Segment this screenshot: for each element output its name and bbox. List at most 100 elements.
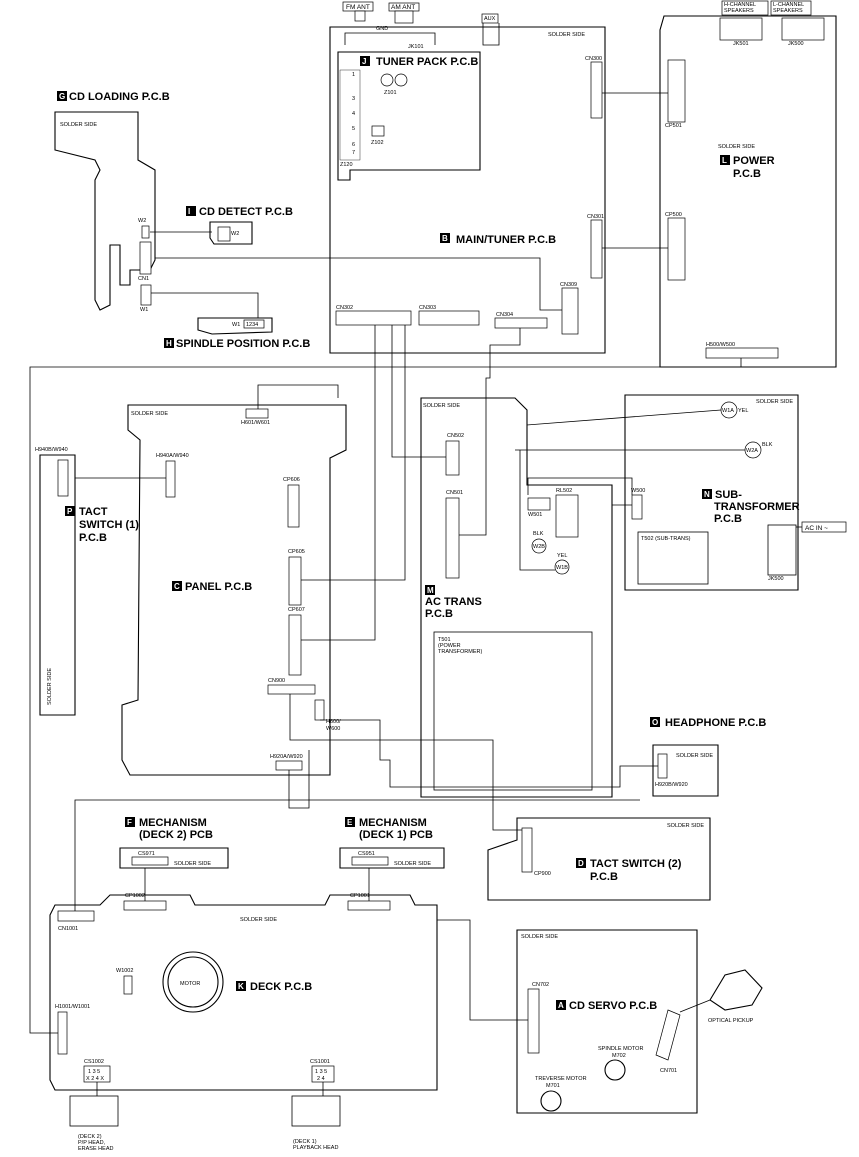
main-solder-side: SOLDER SIDE bbox=[548, 32, 585, 38]
cn1-label: CN1 bbox=[138, 276, 149, 282]
am-ant-label: AM ANT bbox=[391, 4, 415, 11]
optical-pickup-label: OPTICAL PICKUP bbox=[708, 1018, 754, 1024]
sub-trans-title-3: P.C.B bbox=[714, 513, 742, 525]
svg-text:7: 7 bbox=[352, 150, 355, 156]
z102-label: Z102 bbox=[371, 140, 384, 146]
h500-label: H500/W500 bbox=[706, 342, 735, 348]
mech1-solder-side: SOLDER SIDE bbox=[394, 861, 431, 867]
fm-ant-label: FM ANT bbox=[346, 4, 370, 11]
t501-label: T501 bbox=[438, 637, 451, 643]
sub-trans-title-2: TRANSFORMER bbox=[714, 501, 800, 513]
traverse-motor-label: TREVERSE MOTOR bbox=[535, 1076, 587, 1082]
tuner-pack-board bbox=[337, 51, 481, 181]
power-title-1: POWER bbox=[733, 155, 775, 167]
tuner-title: TUNER PACK P.C.B bbox=[376, 56, 478, 68]
h601-label: H601/W601 bbox=[241, 420, 270, 426]
cn309-label: CN309 bbox=[560, 282, 577, 288]
tact2-letter: D bbox=[578, 859, 584, 868]
ac-in-label: AC IN ~ bbox=[805, 525, 828, 532]
panel-board: SOLDER SIDE H601/W601 H940A/W940 CP606 C… bbox=[121, 404, 347, 776]
z101-label: Z101 bbox=[384, 90, 397, 96]
mech2-title-2: (DECK 2) PCB bbox=[139, 829, 213, 841]
ac-trans-title-1: AC TRANS bbox=[425, 596, 482, 608]
svg-text:5: 5 bbox=[352, 126, 355, 132]
deck2-label-2: P/P HEAD, bbox=[78, 1140, 106, 1146]
cn309 bbox=[561, 287, 579, 335]
deck-solder-side: SOLDER SIDE bbox=[240, 917, 277, 923]
svg-text:3: 3 bbox=[352, 96, 355, 102]
deck2-head-icon bbox=[69, 1095, 119, 1127]
deck-letter: K bbox=[238, 982, 244, 991]
w2b-label: W2B bbox=[533, 544, 545, 550]
spindle-motor-label: SPINDLE MOTOR bbox=[598, 1046, 643, 1052]
t502-label: T502 (SUB-TRANS) bbox=[641, 536, 691, 542]
cn701-label: CN701 bbox=[660, 1068, 677, 1074]
deck-title: DECK P.C.B bbox=[250, 981, 312, 993]
t501-label-3: TRANSFORMER) bbox=[438, 649, 482, 655]
cn303-label: CN303 bbox=[419, 305, 436, 311]
mech1-letter: E bbox=[347, 818, 353, 827]
w1a-label: W1A bbox=[722, 408, 734, 414]
h600-label: H600/ bbox=[326, 719, 341, 725]
deck1-head-icon bbox=[291, 1095, 341, 1127]
mech2-solder-side: SOLDER SIDE bbox=[174, 861, 211, 867]
cd-servo-letter: A bbox=[558, 1001, 564, 1010]
cd-loading-solder-side: SOLDER SIDE bbox=[60, 122, 97, 128]
h-channel-label: H-CHANNEL bbox=[724, 2, 756, 8]
cd-servo-title: CD SERVO P.C.B bbox=[569, 1000, 657, 1012]
cp501-label: CP501 bbox=[665, 123, 682, 129]
cp900-label: CP900 bbox=[534, 871, 551, 877]
w600-label: W600 bbox=[326, 726, 340, 732]
antenna-connectors: FM ANT AM ANT GND JK101 AUX bbox=[342, 1, 500, 50]
cn301-label: CN301 bbox=[587, 214, 604, 220]
ac-trans-title-2: P.C.B bbox=[425, 608, 453, 620]
cd-detect-title: CD DETECT P.C.B bbox=[199, 206, 293, 218]
jk101-label: JK101 bbox=[408, 44, 424, 50]
spindle-pos-letter: H bbox=[166, 339, 172, 348]
mech2-title-1: MECHANISM bbox=[139, 817, 207, 829]
cp501 bbox=[667, 59, 686, 123]
tact2-title-1: TACT SWITCH (2) bbox=[590, 858, 682, 870]
motor-label: MOTOR bbox=[180, 981, 200, 987]
cd-servo-board: SOLDER SIDE CN702 A CD SERVO P.C.B CN701… bbox=[516, 929, 763, 1114]
w1002-label: W1002 bbox=[116, 968, 133, 974]
blk-label-2: BLK bbox=[762, 442, 773, 448]
deck1-label-1: (DECK 1) bbox=[293, 1139, 317, 1145]
optical-pickup-icon bbox=[709, 969, 763, 1011]
headphone-solder-side: SOLDER SIDE bbox=[676, 753, 713, 759]
mech1-title-1: MECHANISM bbox=[359, 817, 427, 829]
headphone-title: HEADPHONE P.C.B bbox=[665, 717, 766, 729]
h920b-label: H920B/W920 bbox=[655, 782, 688, 788]
traverse-motor-icon bbox=[540, 1090, 562, 1112]
tact1-letter: P bbox=[67, 507, 73, 516]
cn302 bbox=[335, 310, 412, 326]
power-title-2: P.C.B bbox=[733, 168, 761, 180]
w500-label: W500 bbox=[631, 488, 645, 494]
cn302-label: CN302 bbox=[336, 305, 353, 311]
headphone-board: O HEADPHONE P.C.B SOLDER SIDE H920B/W920 bbox=[650, 717, 766, 797]
cs1001-pins-1: 1 3 5 bbox=[315, 1069, 327, 1075]
ac-trans-letter: M bbox=[427, 586, 434, 595]
tact1-title-2: SWITCH (1) bbox=[79, 519, 139, 531]
main-tuner-board: SOLDER SIDE B MAIN/TUNER P.C.B J TUNER P… bbox=[329, 26, 606, 354]
cs1001-pins-2: 2 4 bbox=[317, 1076, 325, 1082]
mech1-title-2: (DECK 1) PCB bbox=[359, 829, 433, 841]
mechanism-deck1-board: E MECHANISM (DECK 1) PCB SOLDER SIDE CS9… bbox=[339, 817, 445, 869]
wiring bbox=[29, 92, 802, 1096]
cp500-label: CP500 bbox=[665, 212, 682, 218]
h500 bbox=[705, 347, 779, 359]
cs1002-pins-2: X 2 4 X bbox=[86, 1076, 104, 1082]
cd-detect-w2: W2 bbox=[231, 231, 239, 237]
panel-title: PANEL P.C.B bbox=[185, 581, 252, 593]
jk500-label: JK500 bbox=[788, 41, 804, 47]
deck2-label-3: ERASE HEAD bbox=[78, 1146, 113, 1152]
w2a-label: W2A bbox=[746, 448, 758, 454]
cd-loading-board: G CD LOADING P.C.B SOLDER SIDE W2 CN1 W1 bbox=[54, 91, 170, 313]
w1-label: W1 bbox=[140, 307, 148, 313]
tact1-title-1: TACT bbox=[79, 506, 108, 518]
h1001-label: H1001/W1001 bbox=[55, 1004, 90, 1010]
deck-board: SOLDER SIDE CP1002 CP1001 CN1001 MOTOR W… bbox=[49, 893, 438, 1152]
aux-label: AUX bbox=[484, 16, 496, 22]
cn502-label: CN502 bbox=[447, 433, 464, 439]
cs971-label: CS971 bbox=[138, 851, 155, 857]
